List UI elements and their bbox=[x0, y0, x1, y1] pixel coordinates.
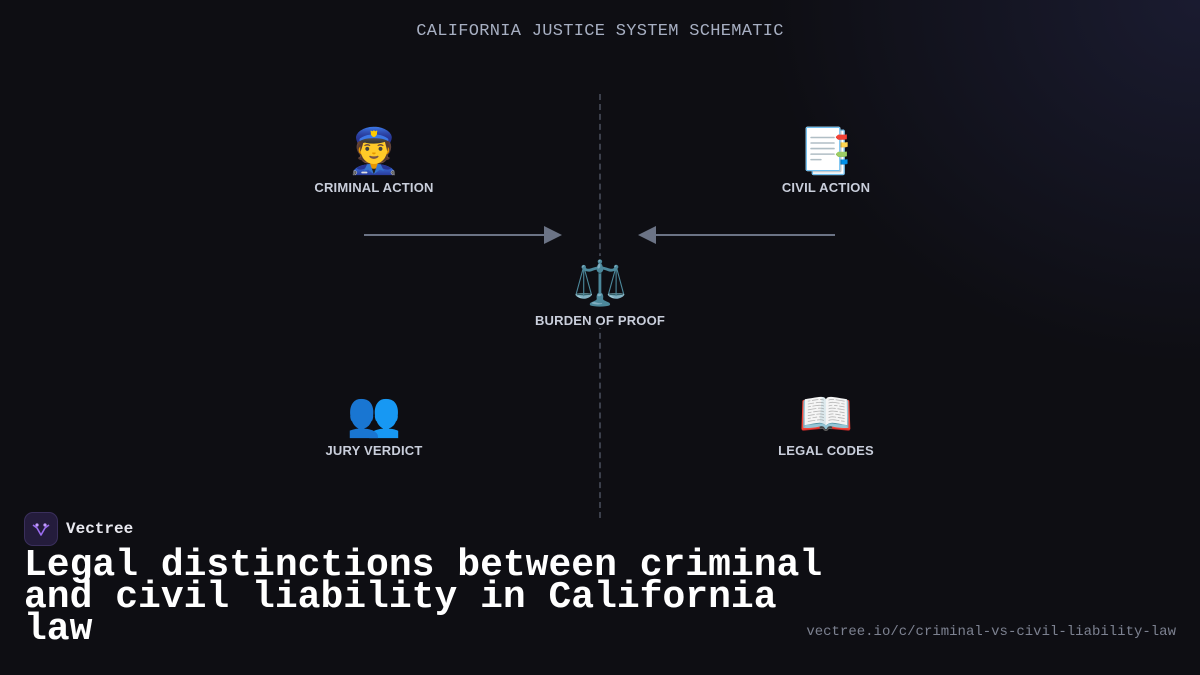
node-label: BURDEN OF PROOF bbox=[530, 313, 670, 328]
page-headline: Legal distinctions between criminal and … bbox=[24, 544, 823, 651]
node-legal-codes: 📖 LEGAL CODES bbox=[726, 387, 926, 458]
node-label: CIVIL ACTION bbox=[781, 180, 871, 195]
node-jury-verdict: 👥 JURY VERDICT bbox=[274, 387, 474, 458]
schematic-title: CALIFORNIA JUSTICE SYSTEM SCHEMATIC bbox=[416, 22, 784, 41]
brand: Vectree bbox=[24, 512, 133, 546]
arrow-civil-to-burden bbox=[638, 226, 835, 244]
balance-scale-icon: ⚖️ bbox=[500, 256, 700, 312]
node-label: CRIMINAL ACTION bbox=[314, 180, 434, 195]
bookmark-tabs-icon: 📑 bbox=[798, 126, 854, 177]
node-criminal-action: 👮 CRIMINAL ACTION bbox=[274, 124, 474, 195]
open-book-icon: 📖 bbox=[798, 389, 854, 440]
source-url[interactable]: vectree.io/c/criminal-vs-civil-liability… bbox=[806, 624, 1176, 640]
arrow-criminal-to-burden bbox=[364, 226, 562, 244]
vectree-logo-icon bbox=[24, 512, 58, 546]
node-burden-of-proof: ⚖️ BURDEN OF PROOF bbox=[500, 256, 700, 330]
node-label: JURY VERDICT bbox=[325, 443, 423, 458]
node-label: LEGAL CODES bbox=[778, 443, 874, 458]
police-officer-icon: 👮 bbox=[346, 126, 402, 177]
brand-name: Vectree bbox=[66, 520, 134, 538]
vectree-logo-mark bbox=[32, 523, 50, 536]
node-civil-action: 📑 CIVIL ACTION bbox=[726, 124, 926, 195]
people-icon: 👥 bbox=[346, 389, 402, 440]
